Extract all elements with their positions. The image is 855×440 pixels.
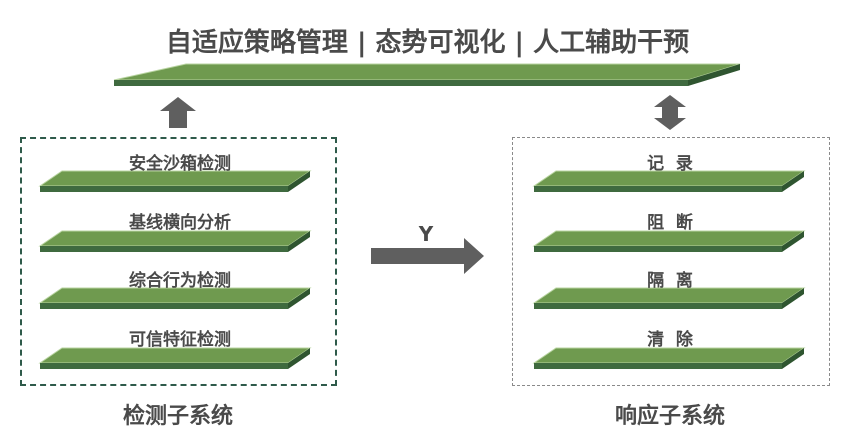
response-layer-label: 阻 断 [647, 213, 693, 233]
detection-subsystem-box [20, 137, 337, 386]
response-layer-label: 隔 离 [647, 271, 693, 291]
double-arrow-icon [654, 95, 686, 130]
up-arrow-icon [160, 97, 196, 128]
detection-subsystem-label: 检测子系统 [122, 404, 233, 429]
response-subsystem-box [512, 137, 830, 386]
detection-layer-label: 安全沙箱检测 [129, 154, 231, 174]
detection-layer-label: 综合行为检测 [129, 271, 231, 291]
flow-label: Y [418, 222, 434, 246]
page-title: 自适应策略管理 | 态势可视化 | 人工辅助干预 [165, 28, 690, 58]
detection-layer-label: 可信特征检测 [129, 330, 231, 350]
detection-layer-label: 基线横向分析 [129, 213, 231, 233]
response-subsystem-label: 响应子系统 [614, 404, 725, 429]
response-layer-label: 记 录 [647, 154, 693, 174]
response-layer-label: 清 除 [647, 330, 693, 350]
